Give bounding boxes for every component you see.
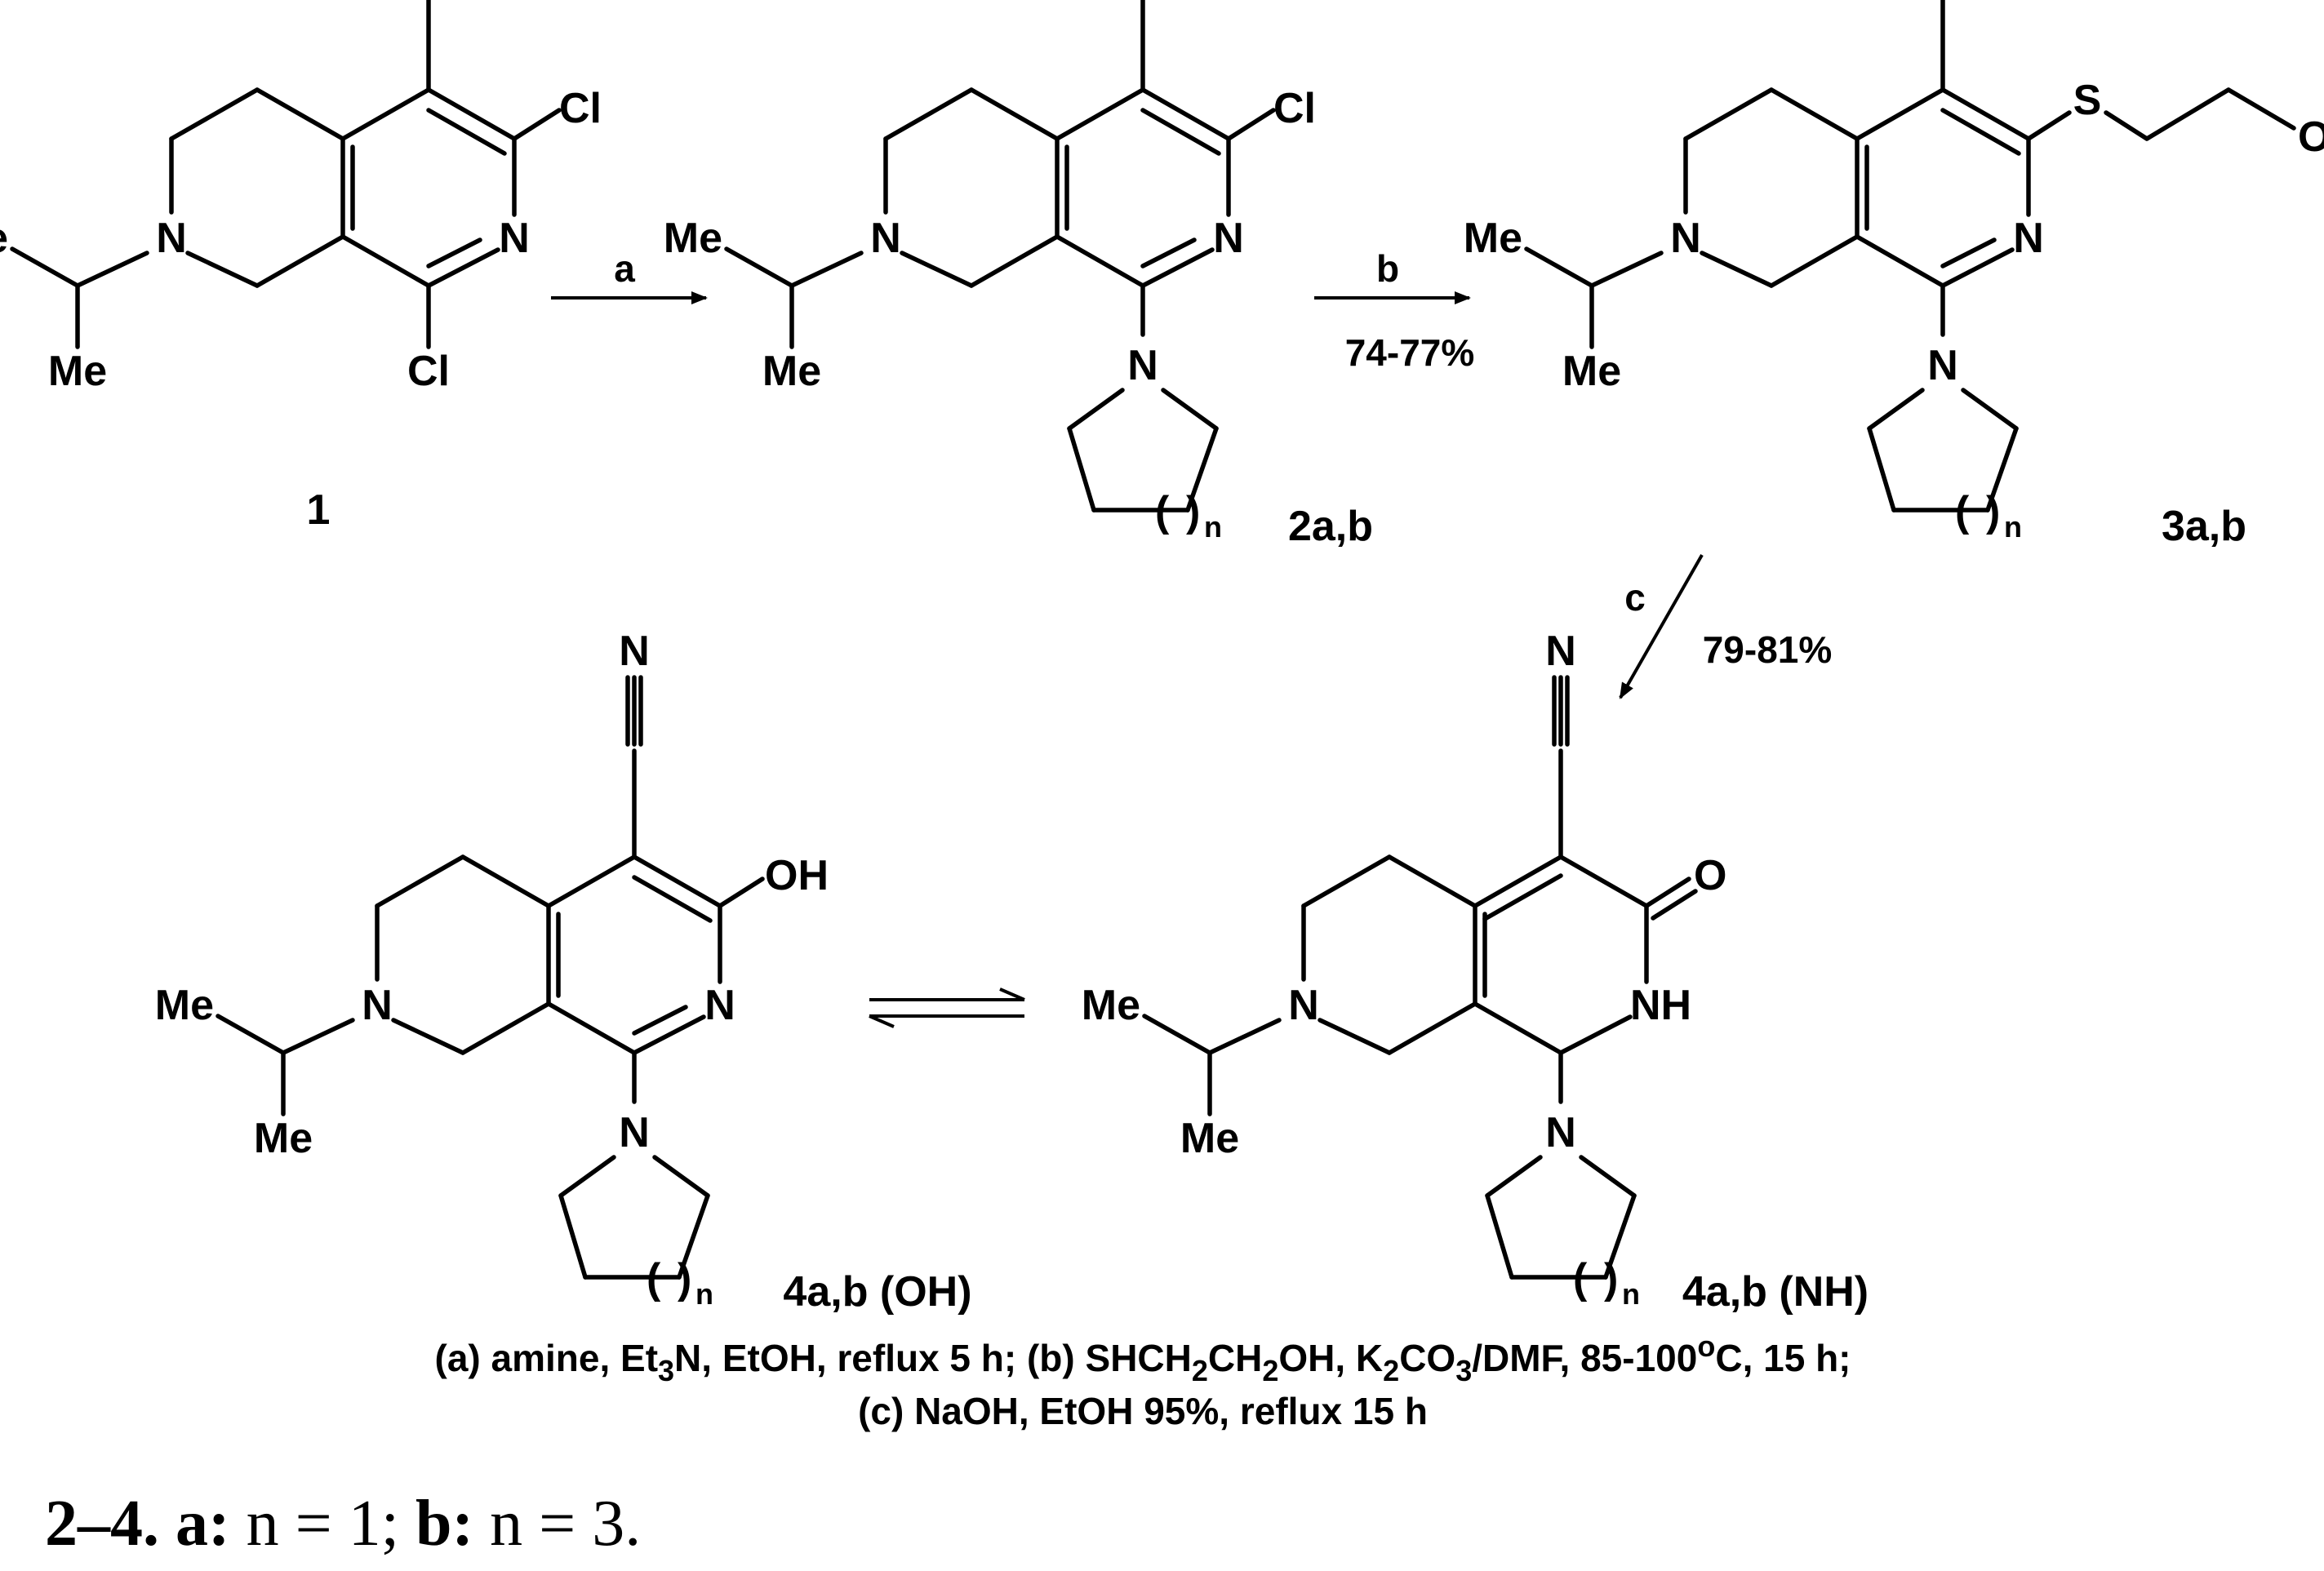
repeat-paren: ) xyxy=(678,1255,691,1303)
lactam-nh-label: NH xyxy=(1630,982,1691,1029)
cyclic-amine-n-label: N xyxy=(1545,1109,1576,1156)
compound-4-oh-label: 4a,b (OH) xyxy=(783,1268,971,1316)
oxo-label: O xyxy=(1694,852,1726,899)
conditions-line-2: (c) NaOH, EtOH 95%, reflux 15 h xyxy=(858,1390,1428,1432)
piperidine-n-label: N xyxy=(1670,215,1701,262)
step-b-yield: 74-77% xyxy=(1345,331,1475,374)
repeat-subscript: n xyxy=(2004,510,2022,544)
step-c-label: c xyxy=(1624,576,1646,619)
repeat-subscript: n xyxy=(1622,1277,1640,1311)
compound-1-structure: N Cl N Cl N Me Me xyxy=(0,0,602,395)
piperidine-n-label: N xyxy=(1288,982,1319,1029)
repeat-paren: ) xyxy=(1186,488,1200,535)
sulfur-label: S xyxy=(2073,77,2102,124)
methyl-label: Me xyxy=(664,215,722,262)
caption-b-text: n = 3. xyxy=(473,1488,642,1560)
pyridine-n-label: N xyxy=(704,982,735,1029)
pyridine-n-label: N xyxy=(499,215,530,262)
methyl-label: Me xyxy=(1464,215,1522,262)
caption-range: 2–4. xyxy=(45,1488,159,1560)
piperidine-n-label: N xyxy=(870,215,901,262)
nitrile-n-label: N xyxy=(1545,628,1576,675)
reaction-arrow-c xyxy=(1619,554,1704,699)
methyl-label: Me xyxy=(1082,982,1140,1029)
repeat-paren: ( xyxy=(1955,488,1970,535)
piperidine-n-label: N xyxy=(362,982,393,1029)
piperidine-n-label: N xyxy=(156,215,187,262)
repeat-paren: ) xyxy=(1604,1255,1618,1303)
pyridine-n-label: N xyxy=(1213,215,1244,262)
cyclic-amine-n-label: N xyxy=(619,1109,650,1156)
caption-a-text: n = 1; xyxy=(229,1488,415,1560)
methyl-label: Me xyxy=(254,1115,313,1162)
repeat-paren: ( xyxy=(647,1255,661,1303)
caption-a-label: a: xyxy=(176,1488,230,1560)
step-c-yield: 79-81% xyxy=(1703,628,1833,671)
compound-3-label: 3a,b xyxy=(2162,503,2246,550)
equilibrium-arrows xyxy=(869,987,1025,1028)
compound-4-oh-structure: N OH N N Me Me N ( ) n xyxy=(155,628,829,1311)
nitrile-n-label: N xyxy=(619,628,650,675)
pyridine-n-label: N xyxy=(2013,215,2044,262)
chloro-label: Cl xyxy=(559,85,602,132)
methyl-label: Me xyxy=(0,215,8,262)
hydroxyl-label: OH xyxy=(765,852,829,899)
compound-3-structure: N S OH N N Me Me N ( ) n xyxy=(1464,0,2324,544)
compound-2-structure: N Cl N N Me Me N ( ) n xyxy=(664,0,1316,544)
step-a-label: a xyxy=(614,247,635,290)
caption-b-label: b: xyxy=(415,1488,474,1560)
repeat-subscript: n xyxy=(1204,510,1222,544)
step-b-label: b xyxy=(1376,247,1399,290)
repeat-subscript: n xyxy=(695,1277,713,1311)
methyl-label: Me xyxy=(155,982,214,1029)
methyl-label: Me xyxy=(1180,1115,1239,1162)
chloro-label: Cl xyxy=(1273,85,1316,132)
cyclic-amine-n-label: N xyxy=(1127,342,1158,389)
methyl-label: Me xyxy=(1562,348,1621,395)
compound-2-label: 2a,b xyxy=(1288,503,1373,550)
compound-4-nh-structure: N O NH N Me Me N ( ) n xyxy=(1082,628,1727,1311)
chloro-label: Cl xyxy=(407,348,450,395)
repeat-paren: ( xyxy=(1573,1255,1588,1303)
hydroxyl-label: OH xyxy=(2298,113,2324,161)
compound-1-label: 1 xyxy=(307,486,331,534)
compound-4-nh-label: 4a,b (NH) xyxy=(1682,1268,1869,1316)
methyl-label: Me xyxy=(762,348,821,395)
repeat-paren: ) xyxy=(1986,488,2000,535)
repeat-paren: ( xyxy=(1155,488,1170,535)
scheme-caption: 2–4. a: n = 1; b: n = 3. xyxy=(45,1487,641,1561)
cyclic-amine-n-label: N xyxy=(1927,342,1958,389)
conditions-line-1: (a) amine, Et3N, EtOH, reflux 5 h; (b) S… xyxy=(435,1329,1851,1387)
methyl-label: Me xyxy=(48,348,107,395)
